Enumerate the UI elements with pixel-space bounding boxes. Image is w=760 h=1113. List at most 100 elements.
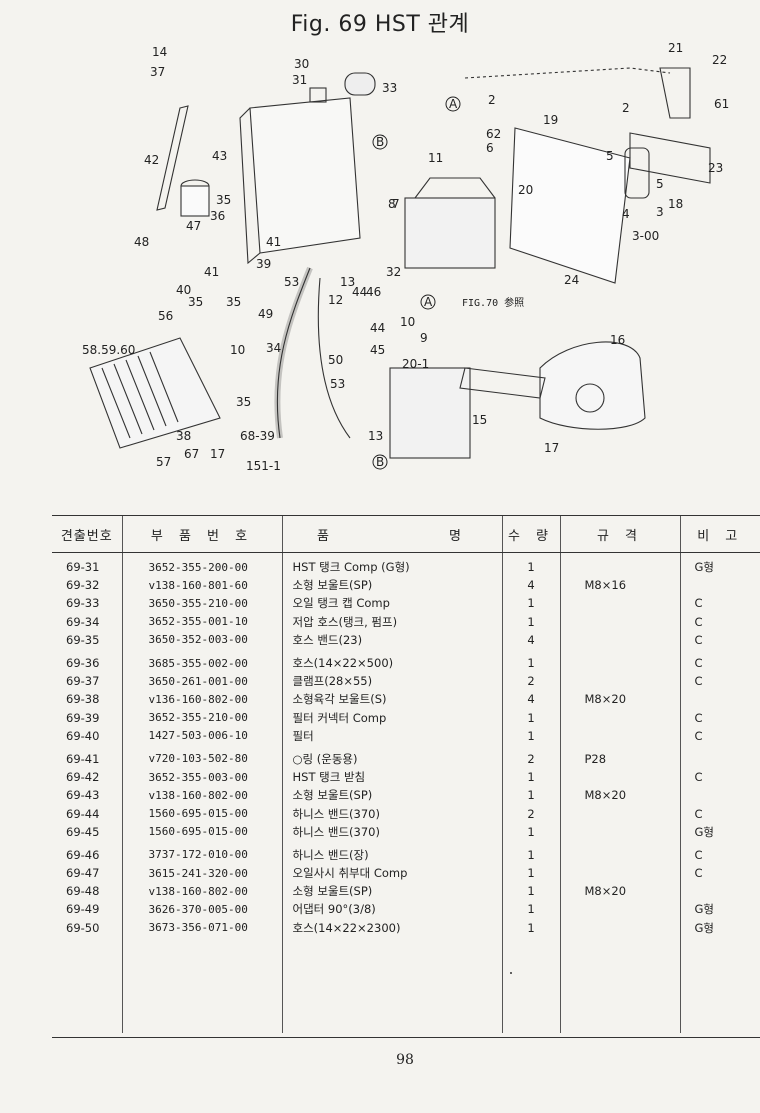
cell-ref: 69-40 xyxy=(66,728,100,743)
callout: 58.59.60 xyxy=(82,343,135,357)
callout: 48 xyxy=(134,235,149,249)
cell-qty: 1 xyxy=(501,726,560,745)
cell-part-no: 3650-355-210-00 xyxy=(121,594,282,613)
callout: 4 xyxy=(622,207,630,221)
cell-note: C xyxy=(679,594,760,613)
callout: 30 xyxy=(294,57,309,71)
callout: 151-1 xyxy=(246,459,281,473)
cell-name: 소형 보울트(SP) xyxy=(281,882,502,901)
callout: 17 xyxy=(544,441,559,455)
callout: 67 xyxy=(184,447,199,461)
callout: 2 xyxy=(488,93,496,107)
cell-ref: 69-48 xyxy=(66,884,100,899)
cell-name: HST 탱크 Comp (G형) xyxy=(281,552,502,577)
circle-a-marker: A A xyxy=(420,96,461,310)
callout: 17 xyxy=(210,447,225,461)
callout-labels: 14 37 30 31 33 2 21 22 61 19 2 62 6 11 5… xyxy=(82,41,729,473)
callout: 39 xyxy=(256,257,271,271)
svg-text:A: A xyxy=(424,295,433,309)
callout: 37 xyxy=(150,65,165,79)
cell-note: C xyxy=(679,612,760,631)
cell-part-no: 3652-355-210-00 xyxy=(121,708,282,727)
circle-b-marker: B B xyxy=(372,134,388,470)
header-remarks: 비 고 xyxy=(679,515,760,553)
callout: 36 xyxy=(210,209,225,223)
callout: 68-39 xyxy=(240,429,275,443)
table-bottom-rule xyxy=(52,1037,760,1038)
cell-part-no: v138-160-802-00 xyxy=(121,882,282,901)
callout: 21 xyxy=(668,41,683,55)
cell-qty: 1 xyxy=(501,552,560,577)
svg-text:A: A xyxy=(449,97,458,111)
callout: 20 xyxy=(518,183,533,197)
cell-ref: 69-32 xyxy=(66,578,100,593)
cell-spec xyxy=(559,918,680,937)
callout: 50 xyxy=(328,353,343,367)
callout: 20-1 xyxy=(402,357,429,371)
header-part-name: 품 명 xyxy=(281,515,502,553)
cell-name: 호스(14×22×2300) xyxy=(281,918,502,937)
cell-note xyxy=(679,786,760,805)
cell-ref: 69-45 xyxy=(66,824,100,839)
cell-qty: 2 xyxy=(501,744,560,769)
cell-note: C xyxy=(679,648,760,673)
cell-qty: 1 xyxy=(501,768,560,787)
cell-qty: 4 xyxy=(501,690,560,709)
cell-part-no: 1560-695-015-00 xyxy=(121,804,282,823)
hst-tank xyxy=(249,97,361,254)
callout: 34 xyxy=(266,341,281,355)
cell-note: G형 xyxy=(679,552,760,577)
cell-note: C xyxy=(679,630,760,649)
cell-ref: 69-38 xyxy=(66,692,100,707)
cell-note xyxy=(679,744,760,769)
filter xyxy=(180,185,210,217)
callout: 49 xyxy=(258,307,273,321)
cell-qty: 1 xyxy=(501,840,560,864)
cell-name: ○링 (운동용) xyxy=(281,744,502,769)
callout: 3 xyxy=(656,205,664,219)
callout: 5 xyxy=(606,149,614,163)
cell-name: 저압 호스(탱크, 펌프) xyxy=(281,612,502,631)
callout: 40 xyxy=(176,283,191,297)
cell-part-no: 3615-241-320-00 xyxy=(121,864,282,883)
cell-spec xyxy=(559,864,680,883)
cell-ref: 69-44 xyxy=(66,806,100,821)
cell-part-no: 3652-355-003-00 xyxy=(121,768,282,787)
cell-qty: 1 xyxy=(501,708,560,727)
cell-ref: 69-35 xyxy=(66,632,100,647)
tank-bracket xyxy=(156,105,189,211)
callout: 35 xyxy=(226,295,241,309)
page-number: 98 xyxy=(396,1052,414,1068)
cell-spec xyxy=(559,552,680,577)
callout: 9 xyxy=(420,331,428,345)
hst-unit xyxy=(389,367,471,459)
cell-qty: 2 xyxy=(501,672,560,691)
callout: 7 xyxy=(392,197,400,211)
cell-ref: 69-42 xyxy=(66,770,100,785)
cell-part-no: 1560-695-015-00 xyxy=(121,822,282,841)
cell-ref: 69-37 xyxy=(66,674,100,689)
cell-qty: 1 xyxy=(501,900,560,919)
callout: 3-00 xyxy=(632,229,659,243)
diagram-svg: 14 37 30 31 33 2 21 22 61 19 2 62 6 11 5… xyxy=(82,41,729,473)
callout: 35 xyxy=(236,395,251,409)
cell-note: C xyxy=(679,726,760,745)
callout: 53 xyxy=(330,377,345,391)
callout: 31 xyxy=(292,73,307,87)
cell-spec: M8×16 xyxy=(559,576,680,595)
cell-spec xyxy=(559,768,680,787)
cell-name: 하니스 밴드(370) xyxy=(281,822,502,841)
cell-ref: 69-36 xyxy=(66,656,100,671)
